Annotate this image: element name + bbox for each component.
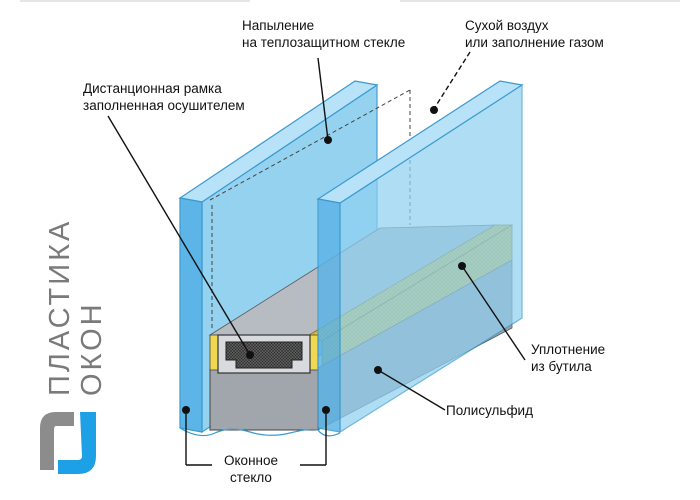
label-glass-line1: Оконное bbox=[224, 453, 278, 468]
butyl-section-left bbox=[209, 334, 219, 371]
label-butyl: Уплотнение из бутила bbox=[531, 341, 605, 375]
label-glass: Оконное стекло bbox=[224, 452, 278, 486]
back-glass-front-edge bbox=[179, 197, 203, 433]
logo-grey-shape bbox=[40, 412, 74, 470]
brand-word-okon: ОКОН bbox=[76, 301, 108, 396]
dot-dry-air bbox=[430, 106, 438, 114]
brand-word-plastika: ПЛАСТИКА bbox=[44, 218, 76, 396]
dot-glass-right bbox=[322, 406, 330, 414]
label-spacer: Дистанционная рамка заполненная осушител… bbox=[83, 80, 245, 114]
label-dry-air-line2: или заполнение газом bbox=[465, 35, 604, 50]
label-glass-line2: стекло bbox=[230, 470, 272, 485]
polysulfide-section bbox=[209, 367, 319, 431]
leader-polysulfide bbox=[377, 369, 446, 411]
leader-butyl bbox=[461, 265, 526, 361]
glass-cut-bottom bbox=[179, 427, 341, 437]
leader-lines bbox=[107, 51, 526, 466]
dot-polysulfide bbox=[374, 366, 382, 374]
label-polysulfide-line1: Полисульфид bbox=[446, 403, 533, 418]
label-coating-line2: на теплозащитном стекле bbox=[242, 35, 406, 50]
dot-butyl bbox=[458, 262, 466, 270]
label-butyl-line1: Уплотнение bbox=[531, 342, 606, 357]
dot-glass-left bbox=[182, 406, 190, 414]
label-dry-air-line1: Сухой воздух bbox=[465, 18, 549, 33]
logo-blue-shape bbox=[58, 412, 96, 474]
label-spacer-line1: Дистанционная рамка bbox=[83, 81, 222, 96]
butyl-section-right bbox=[309, 334, 319, 371]
dot-spacer bbox=[246, 351, 254, 359]
leader-spacer bbox=[107, 115, 251, 356]
coating-dashed-line bbox=[209, 89, 411, 201]
label-dry-air: Сухой воздух или заполнение газом bbox=[465, 17, 604, 51]
brand-logo-icon bbox=[40, 412, 96, 474]
label-coating-line1: Напыление bbox=[242, 18, 315, 33]
leader-coating bbox=[317, 57, 329, 141]
label-polysulfide: Полисульфид bbox=[446, 402, 533, 419]
label-spacer-line2: заполненная осушителем bbox=[83, 98, 245, 113]
leader-dry-air bbox=[431, 51, 471, 113]
label-butyl-line2: из бутила bbox=[531, 359, 592, 374]
spacer-frame-inner bbox=[225, 341, 303, 369]
dot-coating bbox=[324, 136, 332, 144]
front-glass-pane bbox=[316, 80, 524, 434]
leader-dots bbox=[182, 106, 466, 414]
label-coating: Напыление на теплозащитном стекле bbox=[242, 17, 405, 51]
front-glass-front-edge bbox=[317, 198, 341, 433]
